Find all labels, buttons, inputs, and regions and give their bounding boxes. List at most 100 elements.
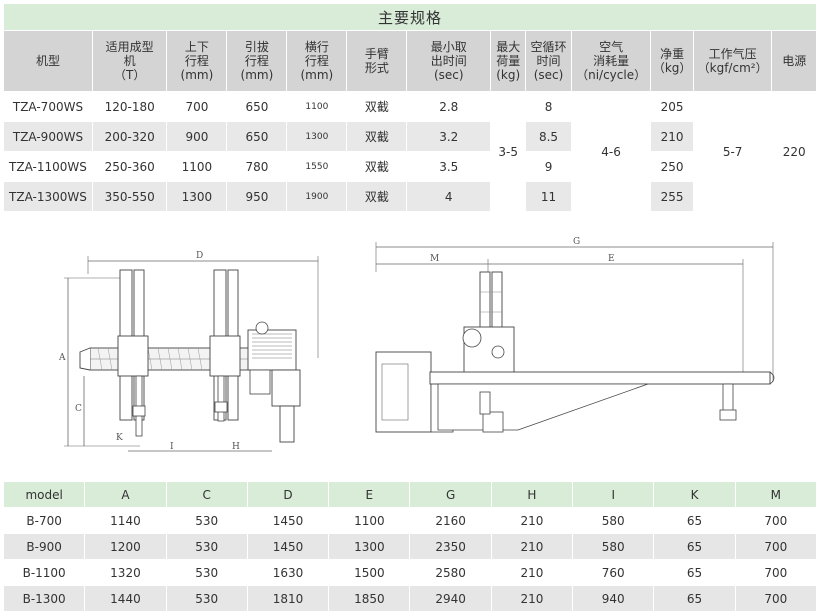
- spec-cell-max-load: 3-5: [491, 92, 526, 211]
- spec-cell-pull: 650: [227, 92, 287, 121]
- spec-table: 主要规格 机型适用成型机（T）上下行程(mm)引拔行程(mm)横行行程(mm)手…: [3, 3, 817, 212]
- dims-cell: 940: [573, 586, 654, 611]
- spec-cell-min-time: 3.2: [407, 122, 491, 151]
- spec-cell-pressure: 5-7: [693, 92, 772, 211]
- spec-header-cell: 手臂形式: [347, 31, 407, 91]
- spec-header-line: 空气: [599, 40, 624, 54]
- spec-header-line: 时间: [536, 54, 561, 68]
- dims-cell: 2940: [410, 586, 491, 611]
- dim-label-h: H: [232, 442, 240, 452]
- dim-label-d: D: [196, 251, 203, 261]
- dims-cell: 760: [573, 560, 654, 585]
- dims-cell: 700: [735, 586, 816, 611]
- dims-cell: 1630: [247, 560, 329, 585]
- spec-cell-traverse: 1900: [287, 182, 347, 211]
- dims-header-cell: E: [329, 482, 410, 507]
- spec-cell-arm: 双截: [347, 92, 407, 121]
- dims-cell: 65: [654, 586, 735, 611]
- spec-header-line: 机型: [35, 54, 60, 68]
- spec-header-line: 引拔: [244, 40, 269, 54]
- dims-cell: 65: [654, 508, 735, 533]
- spec-cell-model: TZA-900WS: [4, 122, 92, 151]
- dims-cell: 530: [166, 534, 247, 559]
- spec-title: 主要规格: [4, 4, 816, 30]
- spec-header-cell: 引拔行程(mm): [227, 31, 287, 91]
- dims-cell: B-900: [4, 534, 85, 559]
- spec-cell-updown: 700: [167, 92, 227, 121]
- dims-cell: 65: [654, 560, 735, 585]
- spec-header-line: 横行: [304, 40, 329, 54]
- dims-header-cell: I: [573, 482, 654, 507]
- spec-cell-min-time: 4: [407, 182, 491, 211]
- spec-cell-traverse: 1300: [287, 122, 347, 151]
- dims-cell: 580: [573, 534, 654, 559]
- spec-header-line: 上下: [184, 40, 209, 54]
- dims-cell: 1100: [329, 508, 410, 533]
- dims-header-cell: C: [166, 482, 247, 507]
- dims-cell: B-1100: [4, 560, 85, 585]
- spec-header-line: (sec): [433, 68, 464, 82]
- side-view-drawing: G M E: [375, 237, 775, 433]
- spec-cell-machine: 250-360: [92, 152, 167, 181]
- dims-cell: 580: [573, 508, 654, 533]
- dims-cell: 1300: [329, 534, 410, 559]
- spec-cell-weight: 210: [651, 122, 693, 151]
- spec-cell-power: 220: [772, 92, 816, 211]
- spec-header-cell: 净重（kg）: [651, 31, 693, 91]
- spec-cell-air: 4-6: [571, 92, 651, 211]
- spec-header-line: （kgf/cm²）: [697, 61, 768, 75]
- spec-header-line: 最小取: [430, 40, 467, 54]
- spec-header-line: 适用成型: [105, 40, 154, 54]
- dim-label-e: E: [608, 254, 615, 264]
- spec-header-line: (mm): [240, 68, 274, 82]
- dim-label-a: A: [58, 353, 66, 363]
- dim-label-c: C: [75, 404, 82, 414]
- spec-cell-cycle: 11: [526, 182, 571, 211]
- spec-header-line: 机: [123, 54, 136, 68]
- spec-header-cell: 横行行程(mm): [287, 31, 347, 91]
- dim-label-g: G: [573, 237, 580, 247]
- spec-cell-pull: 950: [227, 182, 287, 211]
- spec-header-line: 消耗量: [593, 54, 630, 68]
- dims-cell: B-1300: [4, 586, 85, 611]
- spec-cell-weight: 205: [651, 92, 693, 121]
- dims-cell: 1140: [85, 508, 166, 533]
- spec-cell-model: TZA-1100WS: [4, 152, 92, 181]
- dims-cell: 2580: [410, 560, 491, 585]
- dims-header-cell: M: [735, 482, 816, 507]
- dims-header-cell: H: [491, 482, 573, 507]
- dim-label-m: M: [430, 254, 439, 264]
- spec-header-line: 出时间: [430, 54, 467, 68]
- spec-cell-cycle: 8: [526, 92, 571, 121]
- spec-header-cell: 机型: [4, 31, 92, 91]
- dims-cell: 530: [166, 560, 247, 585]
- spec-cell-model: TZA-1300WS: [4, 182, 92, 211]
- spec-header-cell: 最小取出时间(sec): [407, 31, 491, 91]
- spec-cell-traverse: 1550: [287, 152, 347, 181]
- dims-cell: 700: [735, 508, 816, 533]
- spec-header-line: 最大: [496, 40, 521, 54]
- spec-header-line: 净重: [660, 47, 685, 61]
- spec-header-cell: 空气消耗量（ni/cycle）: [571, 31, 651, 91]
- spec-cell-model: TZA-700WS: [4, 92, 92, 121]
- spec-header-cell: 电源: [772, 31, 816, 91]
- dims-cell: 700: [735, 534, 816, 559]
- spec-header-line: （T）: [114, 68, 146, 82]
- spec-cell-arm: 双截: [347, 152, 407, 181]
- spec-cell-arm: 双截: [347, 182, 407, 211]
- dims-header-cell: K: [654, 482, 735, 507]
- spec-header-line: (kg): [496, 68, 521, 82]
- spec-cell-updown: 900: [167, 122, 227, 151]
- dims-cell: 1450: [247, 534, 329, 559]
- dims-cell: 65: [654, 534, 735, 559]
- spec-cell-machine: 200-320: [92, 122, 167, 151]
- spec-cell-weight: 250: [651, 152, 693, 181]
